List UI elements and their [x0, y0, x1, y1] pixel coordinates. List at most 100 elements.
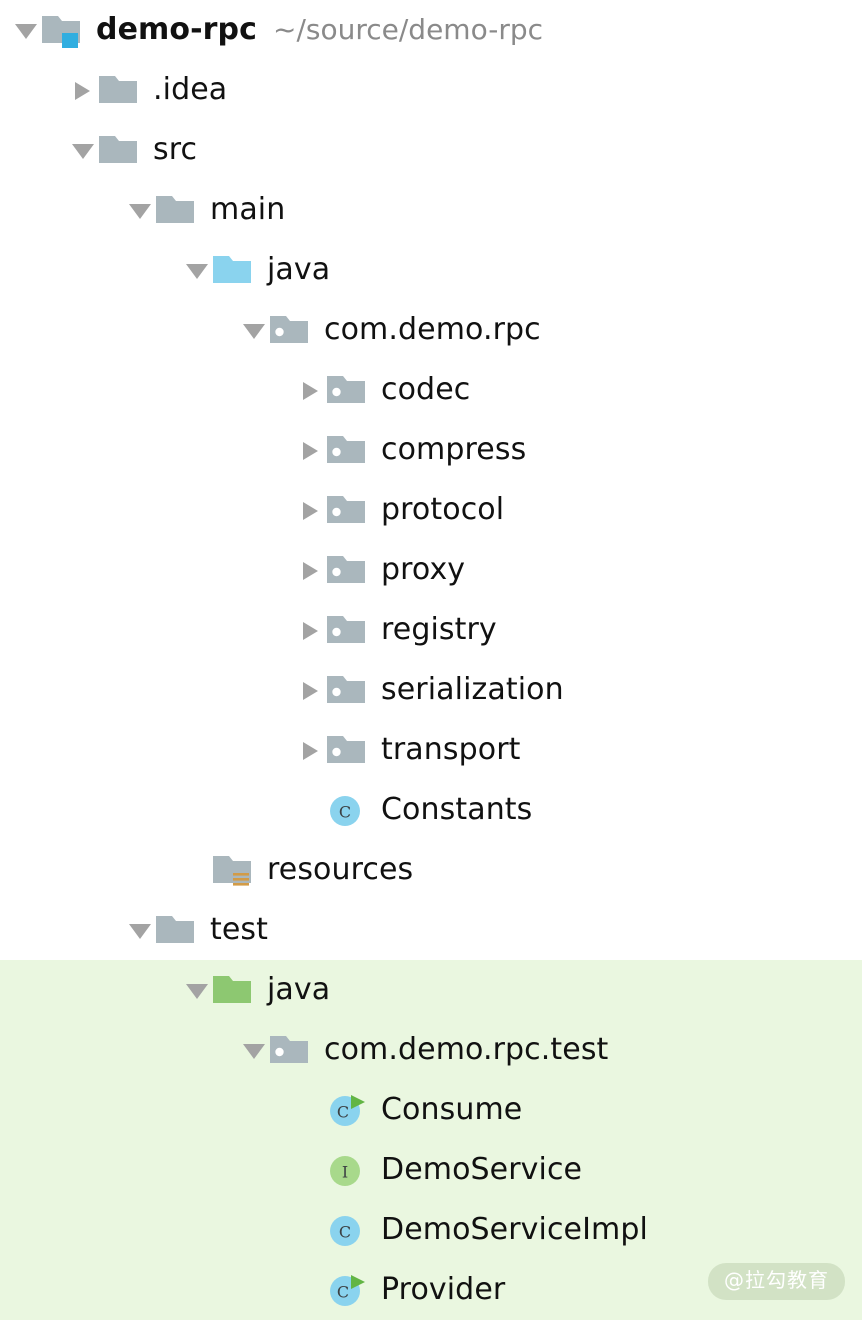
class-icon: C	[327, 1210, 369, 1250]
folder-icon	[99, 70, 141, 110]
tree-row-label: com.demo.rpc.test	[324, 1032, 609, 1067]
chevron-right-icon[interactable]	[293, 493, 327, 527]
chevron-right-icon[interactable]	[293, 433, 327, 467]
chevron-down-icon[interactable]	[8, 13, 42, 47]
folder-icon	[156, 910, 198, 950]
tree-row-com-demo-rpc[interactable]: com.demo.rpc	[0, 300, 862, 360]
chevron-down-icon[interactable]	[236, 313, 270, 347]
tree-row-label: test	[210, 912, 269, 947]
chevron-right-icon[interactable]	[65, 73, 99, 107]
tree-indent	[0, 90, 65, 91]
tree-indent	[0, 1110, 293, 1111]
tree-row-compress[interactable]: compress	[0, 420, 862, 480]
chevron-right-icon[interactable]	[293, 673, 327, 707]
svg-text:C: C	[337, 1103, 349, 1122]
tree-indent	[0, 270, 179, 271]
tree-row-label: registry	[381, 612, 497, 647]
package-icon	[327, 370, 369, 410]
tree-indent	[0, 750, 293, 751]
source-folder-blue-icon	[213, 250, 255, 290]
tree-row-label: proxy	[381, 552, 466, 587]
tree-row-label: compress	[381, 432, 527, 467]
tree-row-com-demo-rpc-test[interactable]: com.demo.rpc.test	[0, 1020, 862, 1080]
tree-indent	[0, 810, 293, 811]
twisty-placeholder	[293, 1153, 327, 1187]
package-icon	[327, 490, 369, 530]
tree-row-label: serialization	[381, 672, 564, 707]
tree-row-label: Provider	[381, 1272, 506, 1307]
tree-row-codec[interactable]: codec	[0, 360, 862, 420]
tree-row-serialization[interactable]: serialization	[0, 660, 862, 720]
source-folder-green-icon	[213, 970, 255, 1010]
tree-row-demoservice[interactable]: I DemoService	[0, 1140, 862, 1200]
tree-row-transport[interactable]: transport	[0, 720, 862, 780]
runnable-class-icon: C	[327, 1090, 369, 1130]
tree-row-label: src	[153, 132, 198, 167]
tree-row-label: codec	[381, 372, 471, 407]
chevron-right-icon[interactable]	[293, 373, 327, 407]
tree-row-label: com.demo.rpc	[324, 312, 541, 347]
chevron-down-icon[interactable]	[236, 1033, 270, 1067]
tree-row-label: Constants	[381, 792, 533, 827]
tree-row-demo-rpc[interactable]: demo-rpc ~/source/demo-rpc	[0, 0, 862, 60]
tree-row-label: main	[210, 192, 286, 227]
tree-row-label: DemoService	[381, 1152, 583, 1187]
package-icon	[327, 610, 369, 650]
tree-indent	[0, 690, 293, 691]
chevron-down-icon[interactable]	[122, 913, 156, 947]
tree-row-idea[interactable]: .idea	[0, 60, 862, 120]
chevron-down-icon[interactable]	[179, 253, 213, 287]
folder-icon	[99, 130, 141, 170]
tree-indent	[0, 330, 236, 331]
tree-indent	[0, 390, 293, 391]
tree-indent	[0, 30, 8, 31]
tree-row-label: java	[267, 972, 331, 1007]
chevron-right-icon[interactable]	[293, 613, 327, 647]
tree-indent	[0, 210, 122, 211]
twisty-placeholder	[293, 1213, 327, 1247]
tree-row-test-java[interactable]: java	[0, 960, 862, 1020]
interface-icon: I	[327, 1150, 369, 1190]
tree-indent	[0, 1170, 293, 1171]
tree-row-protocol[interactable]: protocol	[0, 480, 862, 540]
svg-text:C: C	[339, 1223, 351, 1242]
package-icon	[327, 670, 369, 710]
tree-row-constants[interactable]: C Constants	[0, 780, 862, 840]
tree-row-registry[interactable]: registry	[0, 600, 862, 660]
watermark: @拉勾教育	[708, 1263, 845, 1300]
tree-row-proxy[interactable]: proxy	[0, 540, 862, 600]
tree-row-label: demo-rpc	[96, 12, 257, 47]
chevron-down-icon[interactable]	[65, 133, 99, 167]
tree-indent	[0, 1290, 293, 1291]
tree-row-test[interactable]: test	[0, 900, 862, 960]
tree-row-label: resources	[267, 852, 414, 887]
tree-indent	[0, 570, 293, 571]
module-folder-icon	[42, 10, 84, 50]
chevron-down-icon[interactable]	[122, 193, 156, 227]
tree-row-path: ~/source/demo-rpc	[273, 13, 544, 46]
tree-row-consume[interactable]: C Consume	[0, 1080, 862, 1140]
package-icon	[327, 430, 369, 470]
chevron-right-icon[interactable]	[293, 733, 327, 767]
chevron-right-icon[interactable]	[293, 553, 327, 587]
runnable-class-icon: C	[327, 1270, 369, 1310]
tree-row-main-java[interactable]: java	[0, 240, 862, 300]
package-icon	[270, 1030, 312, 1070]
chevron-down-icon[interactable]	[179, 973, 213, 1007]
folder-icon	[156, 190, 198, 230]
tree-row-src[interactable]: src	[0, 120, 862, 180]
tree-row-main[interactable]: main	[0, 180, 862, 240]
twisty-placeholder	[293, 793, 327, 827]
class-icon: C	[327, 790, 369, 830]
tree-row-label: protocol	[381, 492, 505, 527]
twisty-placeholder	[293, 1273, 327, 1307]
tree-indent	[0, 990, 179, 991]
tree-indent	[0, 150, 65, 151]
tree-row-resources[interactable]: resources	[0, 840, 862, 900]
tree-indent	[0, 630, 293, 631]
tree-row-label: Consume	[381, 1092, 523, 1127]
tree-row-label: .idea	[153, 72, 228, 107]
tree-row-label: transport	[381, 732, 521, 767]
